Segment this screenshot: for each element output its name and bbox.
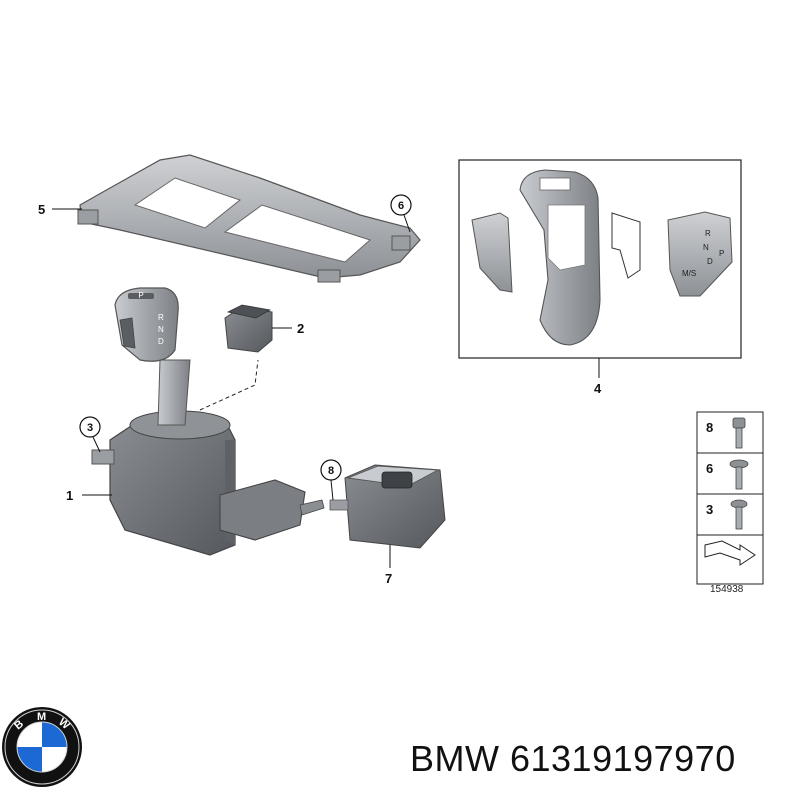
switch-part-2 xyxy=(224,304,273,353)
callout-8-label: 8 xyxy=(328,465,334,477)
gear-shifter-part-1: P R N D xyxy=(91,287,325,556)
callout-6-label: 6 xyxy=(398,200,404,212)
bmw-logo: B M W xyxy=(2,707,82,787)
callout-8: 8 xyxy=(320,459,342,501)
legend-label-6: 6 xyxy=(706,461,713,476)
part-number-caption: BMW 61319197970 xyxy=(410,738,736,779)
trim-frame-part-5 xyxy=(77,154,421,283)
cover-label-n: N xyxy=(703,243,709,252)
callout-3-label: 3 xyxy=(87,422,93,434)
logo-letter-m: M xyxy=(37,711,46,723)
knob-label-p: P xyxy=(138,291,143,300)
callout-7-label: 7 xyxy=(385,571,392,586)
callout-4-label: 4 xyxy=(594,381,602,396)
orientation-arrow-icon xyxy=(704,540,756,566)
callout-1: 1 xyxy=(66,488,112,503)
screw-3-icon xyxy=(730,499,748,530)
screw-8-icon xyxy=(732,417,746,449)
legend-label-3: 3 xyxy=(706,502,713,517)
knob-label-n: N xyxy=(158,325,164,334)
fastener-legend: 8 6 3 154938 xyxy=(696,411,764,595)
legend-ref-code: 154938 xyxy=(710,584,744,595)
knob-label-d: D xyxy=(158,337,164,346)
legend-label-8: 8 xyxy=(706,420,713,435)
inset-knob-exploded-part-4: R N D P M/S xyxy=(458,159,742,359)
park-switch-part-7 xyxy=(329,464,446,549)
callout-4: 4 xyxy=(594,358,602,396)
knob-label-r: R xyxy=(158,313,164,322)
callout-2: 2 xyxy=(272,321,304,336)
callout-1-label: 1 xyxy=(66,488,73,503)
callout-6: 6 xyxy=(390,194,412,233)
cover-label-r: R xyxy=(705,229,711,238)
callout-7: 7 xyxy=(385,545,392,586)
screw-6-icon xyxy=(729,459,749,490)
callout-2-label: 2 xyxy=(297,321,304,336)
cover-label-ms: M/S xyxy=(682,269,696,278)
callout-5-label: 5 xyxy=(38,202,45,217)
cover-label-p: P xyxy=(719,249,724,258)
callout-5: 5 xyxy=(38,202,82,217)
cover-label-d: D xyxy=(707,257,713,266)
callout-3: 3 xyxy=(79,416,101,453)
